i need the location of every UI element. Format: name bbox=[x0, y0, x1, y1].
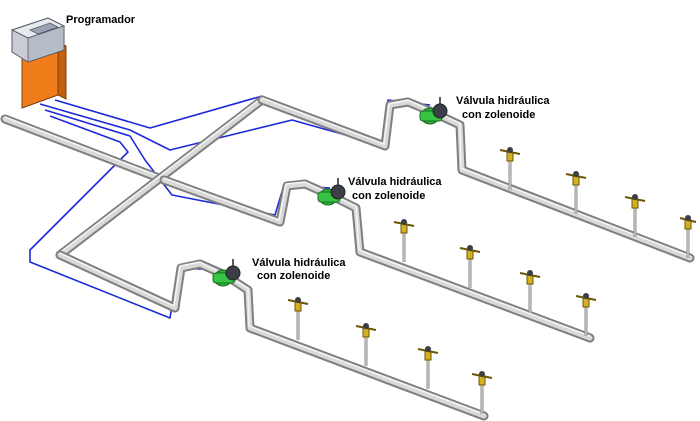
sprinkler-icon bbox=[471, 371, 493, 414]
sprinkler-icon bbox=[417, 346, 439, 389]
valve-bot-label: Válvula hidráulica con zolenoide bbox=[252, 257, 349, 282]
sprinkler-icon bbox=[499, 147, 521, 190]
valve-top-label: Válvula hidráulica con zolenoide bbox=[456, 95, 553, 121]
sprinkler-icon bbox=[679, 215, 697, 258]
pipe-network bbox=[0, 95, 695, 421]
solenoid-valve-icon bbox=[317, 178, 346, 206]
sprinkler-icon bbox=[287, 297, 309, 340]
solenoid-valve-icon bbox=[212, 259, 241, 287]
controller-icon bbox=[10, 17, 67, 109]
sprinkler-icon bbox=[459, 245, 481, 288]
controller-label: Programador bbox=[66, 14, 136, 26]
solenoid-valve-icon bbox=[419, 97, 448, 125]
sprinkler-icon bbox=[393, 219, 415, 262]
sprinkler-icon bbox=[624, 194, 646, 237]
sprinkler-icon bbox=[519, 270, 541, 313]
sprinkler-icon bbox=[355, 323, 377, 366]
valve-mid-label: Válvula hidráulica con zolenoide bbox=[348, 176, 445, 202]
sprinkler-icon bbox=[565, 171, 587, 214]
sprinkler-icon bbox=[575, 293, 597, 336]
